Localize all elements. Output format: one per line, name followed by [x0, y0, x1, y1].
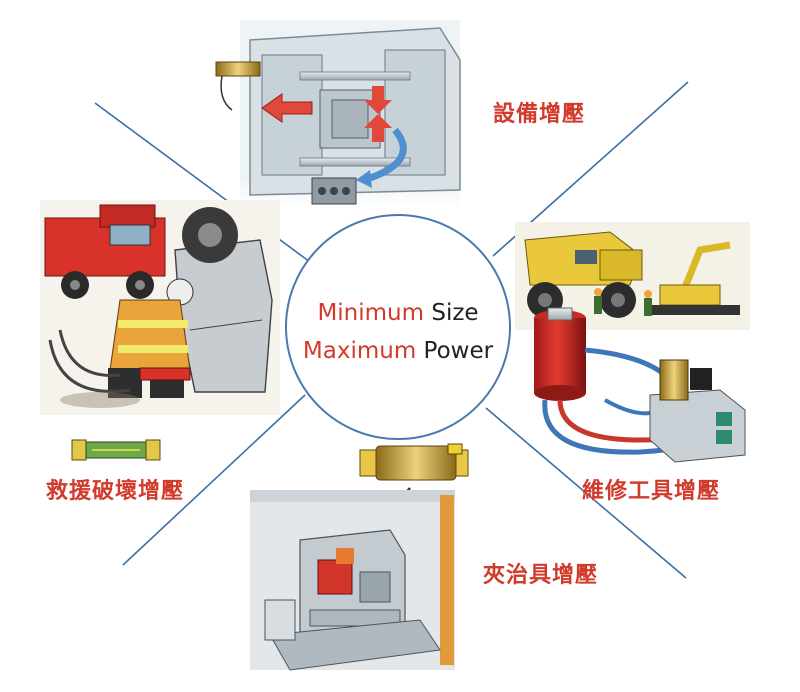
label-equipment: 設備增壓 [493, 101, 585, 127]
pressure-booster-small [71, 439, 161, 461]
rescue-fire-truck-illustration [40, 200, 280, 415]
center-circle [285, 214, 511, 440]
center-line-2: Maximum Power [303, 338, 494, 364]
center-line-2-space [416, 338, 423, 364]
divider-line-bottom-right [485, 407, 687, 579]
center-line-1: Minimum Size [317, 300, 478, 326]
die-casting-machine-illustration [215, 20, 461, 210]
clamping-fixture-illustration [250, 490, 455, 671]
label-fixtures: 夾治具增壓 [483, 562, 598, 588]
label-repair-tools: 維修工具增壓 [582, 478, 720, 504]
center-line-2-rest-text: Power [424, 338, 494, 364]
label-rescue: 救援破壞增壓 [46, 478, 184, 504]
center-line-1-highlight: Minimum [317, 300, 424, 326]
center-line-1-rest [424, 300, 431, 326]
center-line-1-rest-text: Size [431, 300, 478, 326]
center-line-2-highlight: Maximum [303, 338, 416, 364]
mining-truck-hydraulic-cylinder-illustration [515, 222, 750, 463]
divider-line-bottom-left [122, 394, 306, 566]
